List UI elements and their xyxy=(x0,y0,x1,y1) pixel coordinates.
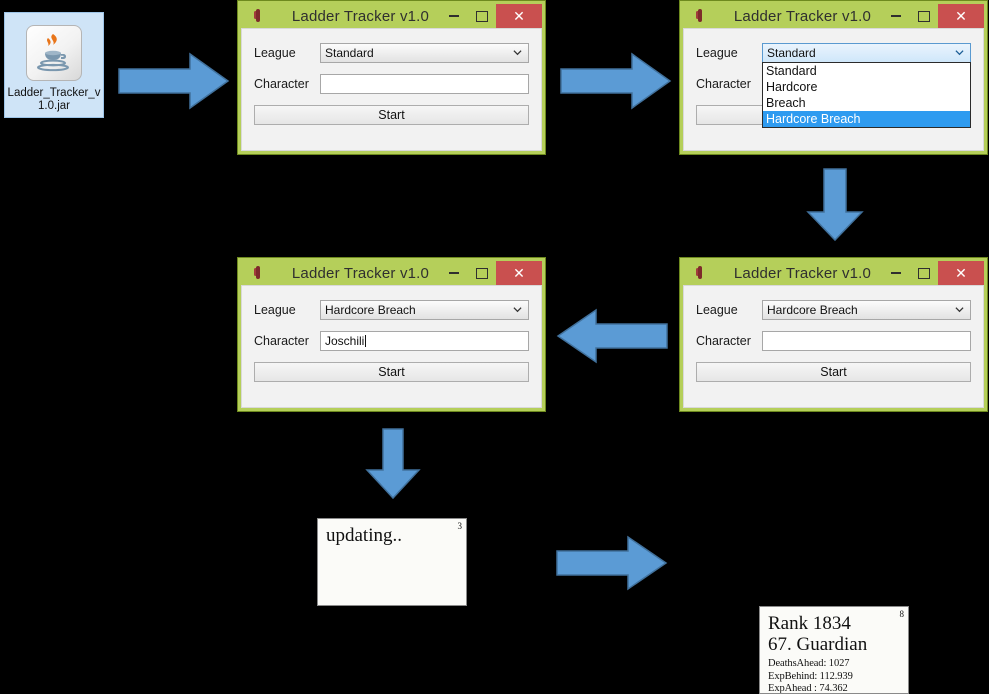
character-input[interactable]: Joschili xyxy=(320,331,529,351)
character-row: Character xyxy=(696,331,971,351)
app-icon xyxy=(693,265,707,281)
start-button[interactable]: Start xyxy=(254,362,529,382)
league-select[interactable]: Hardcore Breach xyxy=(762,300,971,320)
close-button[interactable]: ✕ xyxy=(496,4,542,28)
league-row: League Hardcore Breach xyxy=(254,300,529,320)
window-controls[interactable]: ✕ xyxy=(440,4,542,28)
league-select-value: Standard xyxy=(767,46,816,60)
window-step4-character-typed[interactable]: Ladder Tracker v1.0 ✕ League Hardcore Br… xyxy=(237,257,546,412)
result-overlay-panel: 8 Rank 1834 67. Guardian DeathsAhead: 10… xyxy=(759,606,909,694)
result-stat-deaths-ahead: DeathsAhead: 1027 xyxy=(768,658,850,669)
window-body: League Standard Character Start xyxy=(241,28,542,151)
arrow-selected-to-typed xyxy=(556,308,668,364)
window-body: League Hardcore Breach Character Start xyxy=(683,285,984,408)
desktop-icon-label-line2: 1.0.jar xyxy=(38,100,70,112)
maximize-button[interactable] xyxy=(468,4,496,28)
result-class-line: 67. Guardian xyxy=(768,634,868,655)
close-button[interactable]: ✕ xyxy=(938,4,984,28)
league-select-value: Hardcore Breach xyxy=(325,303,416,317)
titlebar[interactable]: Ladder Tracker v1.0 ✕ xyxy=(241,4,542,28)
window-title: Ladder Tracker v1.0 xyxy=(733,7,872,25)
arrow-window1-to-dropdown xyxy=(560,52,672,110)
result-panel-badge: 8 xyxy=(899,609,905,619)
chevron-down-icon xyxy=(513,307,522,313)
minimize-button[interactable] xyxy=(882,4,910,28)
league-select[interactable]: Standard xyxy=(320,43,529,63)
league-label: League xyxy=(254,46,296,60)
app-icon xyxy=(251,8,265,24)
dropdown-option-hardcore-breach[interactable]: Hardcore Breach xyxy=(763,111,970,127)
minimize-button[interactable] xyxy=(882,261,910,285)
minimize-button[interactable] xyxy=(440,261,468,285)
desktop-icon-ladder-tracker-jar[interactable]: Ladder_Tracker_v 1.0.jar xyxy=(4,12,104,118)
window-body: League Hardcore Breach Character Joschil… xyxy=(241,285,542,408)
desktop-icon-label-line1: Ladder_Tracker_v xyxy=(7,87,101,99)
titlebar[interactable]: Ladder Tracker v1.0 ✕ xyxy=(241,261,542,285)
titlebar[interactable]: Ladder Tracker v1.0 ✕ xyxy=(683,4,984,28)
character-label: Character xyxy=(696,77,751,91)
dropdown-option-breach[interactable]: Breach xyxy=(766,96,806,110)
character-input[interactable] xyxy=(762,331,971,351)
result-stat-exp-behind: ExpBehind: 112.939 xyxy=(768,670,853,682)
league-row: League Hardcore Breach xyxy=(696,300,971,320)
chevron-down-icon xyxy=(955,50,964,56)
league-select-value: Standard xyxy=(325,46,374,60)
character-label: Character xyxy=(254,77,309,91)
window-title: Ladder Tracker v1.0 xyxy=(291,7,430,25)
dropdown-option-standard[interactable]: Standard xyxy=(766,64,817,78)
java-jar-icon xyxy=(26,25,82,81)
character-input[interactable] xyxy=(320,74,529,94)
league-select-value: Hardcore Breach xyxy=(767,303,858,317)
dropdown-option-hardcore[interactable]: Hardcore xyxy=(766,80,818,94)
window-step2-dropdown-open[interactable]: Ladder Tracker v1.0 ✕ League Standard Ch… xyxy=(679,0,988,155)
character-label: Character xyxy=(696,334,751,348)
league-row: League Standard xyxy=(696,43,971,63)
chevron-down-icon xyxy=(513,50,522,56)
updating-text: updating.. xyxy=(326,525,402,546)
result-rank-line: Rank 1834 xyxy=(768,613,851,634)
arrow-typed-to-updating xyxy=(365,428,421,500)
league-select[interactable]: Hardcore Breach xyxy=(320,300,529,320)
start-button[interactable]: Start xyxy=(254,105,529,125)
updating-panel-badge: 3 xyxy=(457,521,463,531)
arrow-icon-to-window1 xyxy=(118,52,230,110)
window-title: Ladder Tracker v1.0 xyxy=(733,264,872,282)
character-input-value: Joschili xyxy=(325,334,365,348)
arrow-dropdown-to-selected xyxy=(806,168,864,242)
league-label: League xyxy=(254,303,296,317)
result-stat-exp-ahead: ExpAhead : 74.362 xyxy=(768,683,848,694)
window-step1-initial[interactable]: Ladder Tracker v1.0 ✕ League Standard Ch… xyxy=(237,0,546,155)
character-label: Character xyxy=(254,334,309,348)
league-select[interactable]: Standard xyxy=(762,43,971,63)
window-title: Ladder Tracker v1.0 xyxy=(291,264,430,282)
app-icon xyxy=(251,265,265,281)
window-controls[interactable]: ✕ xyxy=(882,4,984,28)
window-controls[interactable]: ✕ xyxy=(882,261,984,285)
league-dropdown-list[interactable]: Standard Hardcore Breach Hardcore Breach xyxy=(762,62,971,128)
desktop-icon-label: Ladder_Tracker_v 1.0.jar xyxy=(5,87,103,113)
start-button[interactable]: Start xyxy=(696,362,971,382)
app-icon xyxy=(693,8,707,24)
character-row: Character xyxy=(254,74,529,94)
maximize-button[interactable] xyxy=(468,261,496,285)
updating-overlay-panel: 3 updating.. xyxy=(317,518,467,606)
minimize-button[interactable] xyxy=(440,4,468,28)
window-controls[interactable]: ✕ xyxy=(440,261,542,285)
window-step3-league-chosen[interactable]: Ladder Tracker v1.0 ✕ League Hardcore Br… xyxy=(679,257,988,412)
maximize-button[interactable] xyxy=(910,261,938,285)
window-body: League Standard Character Start Standard… xyxy=(683,28,984,151)
close-button[interactable]: ✕ xyxy=(938,261,984,285)
close-button[interactable]: ✕ xyxy=(496,261,542,285)
league-label: League xyxy=(696,46,738,60)
titlebar[interactable]: Ladder Tracker v1.0 ✕ xyxy=(683,261,984,285)
league-row: League Standard xyxy=(254,43,529,63)
arrow-updating-to-result xyxy=(556,535,668,591)
text-caret xyxy=(365,335,367,347)
chevron-down-icon xyxy=(955,307,964,313)
maximize-button[interactable] xyxy=(910,4,938,28)
character-row: Character Joschili xyxy=(254,331,529,351)
league-label: League xyxy=(696,303,738,317)
